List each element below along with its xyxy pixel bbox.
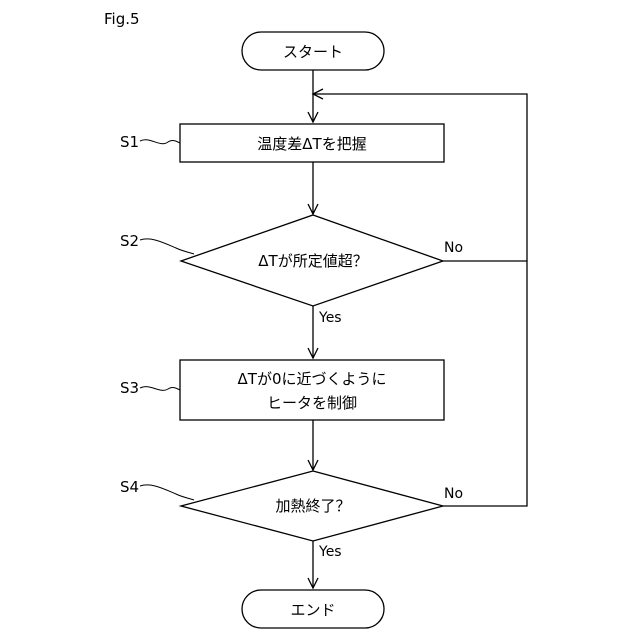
step-s3-label-line1: ΔTが0に近づくように [238, 370, 387, 388]
figure-label: Fig.5 [104, 10, 140, 28]
end-terminal-label: エンド [290, 601, 335, 619]
step-s3-leader [140, 387, 180, 391]
step-s2-leader [140, 239, 194, 254]
connector-s4-no-loop [443, 261, 527, 506]
step-s4-leader [140, 485, 194, 500]
start-terminal-label: スタート [283, 43, 343, 61]
step-s4-yes-label: Yes [318, 544, 342, 560]
start-terminal: スタート [242, 32, 384, 70]
step-s2-decision: ΔTが所定値超？ [181, 215, 443, 306]
step-s4-decision: 加熱終了？ [181, 471, 443, 541]
end-terminal: エンド [242, 590, 384, 628]
step-s1-process: 温度差ΔTを把握 [180, 124, 444, 162]
step-s2-label: ΔTが所定値超？ [258, 252, 367, 270]
step-s1-id: S1 [120, 133, 139, 151]
step-s2-yes-label: Yes [318, 310, 342, 326]
step-s1-leader [140, 140, 180, 144]
step-s3-id: S3 [120, 379, 139, 397]
step-s3-label-line2: ヒータを制御 [267, 394, 357, 412]
step-s3-process: ΔTが0に近づくように ヒータを制御 [180, 360, 444, 420]
step-s4-label: 加熱終了？ [275, 497, 350, 515]
step-s4-no-label: No [444, 486, 463, 502]
step-s4-id: S4 [120, 478, 139, 496]
step-s1-label: 温度差ΔTを把握 [257, 135, 366, 153]
step-s2-id: S2 [120, 232, 139, 250]
step-s2-no-label: No [444, 240, 463, 256]
